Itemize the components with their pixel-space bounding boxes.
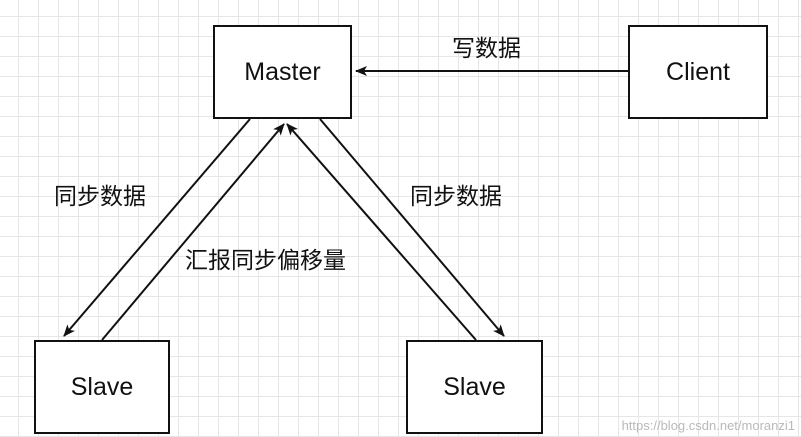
- watermark: https://blog.csdn.net/moranzi1: [621, 418, 795, 433]
- arrow-slave-right-to-master: [286, 123, 477, 341]
- slave-right-label: Slave: [443, 372, 506, 401]
- client-label: Client: [666, 57, 730, 86]
- arrow-master-to-slave-right: [319, 118, 505, 337]
- edge-label-sync-left: 同步数据: [54, 184, 146, 210]
- edge-label-report-offset: 汇报同步偏移量: [185, 248, 346, 274]
- slave-left-label: Slave: [70, 372, 134, 401]
- slave-right-node: Slave: [406, 340, 543, 434]
- edge-label-write-data: 写数据: [452, 36, 521, 62]
- slave-left-node: Slave: [34, 340, 170, 434]
- master-label: Master: [244, 57, 321, 86]
- master-node: Master: [213, 25, 352, 119]
- arrow-slave-left-to-master: [101, 123, 285, 341]
- arrow-master-to-slave-left: [63, 118, 251, 337]
- client-node: Client: [628, 25, 768, 119]
- edge-label-sync-right: 同步数据: [410, 184, 502, 210]
